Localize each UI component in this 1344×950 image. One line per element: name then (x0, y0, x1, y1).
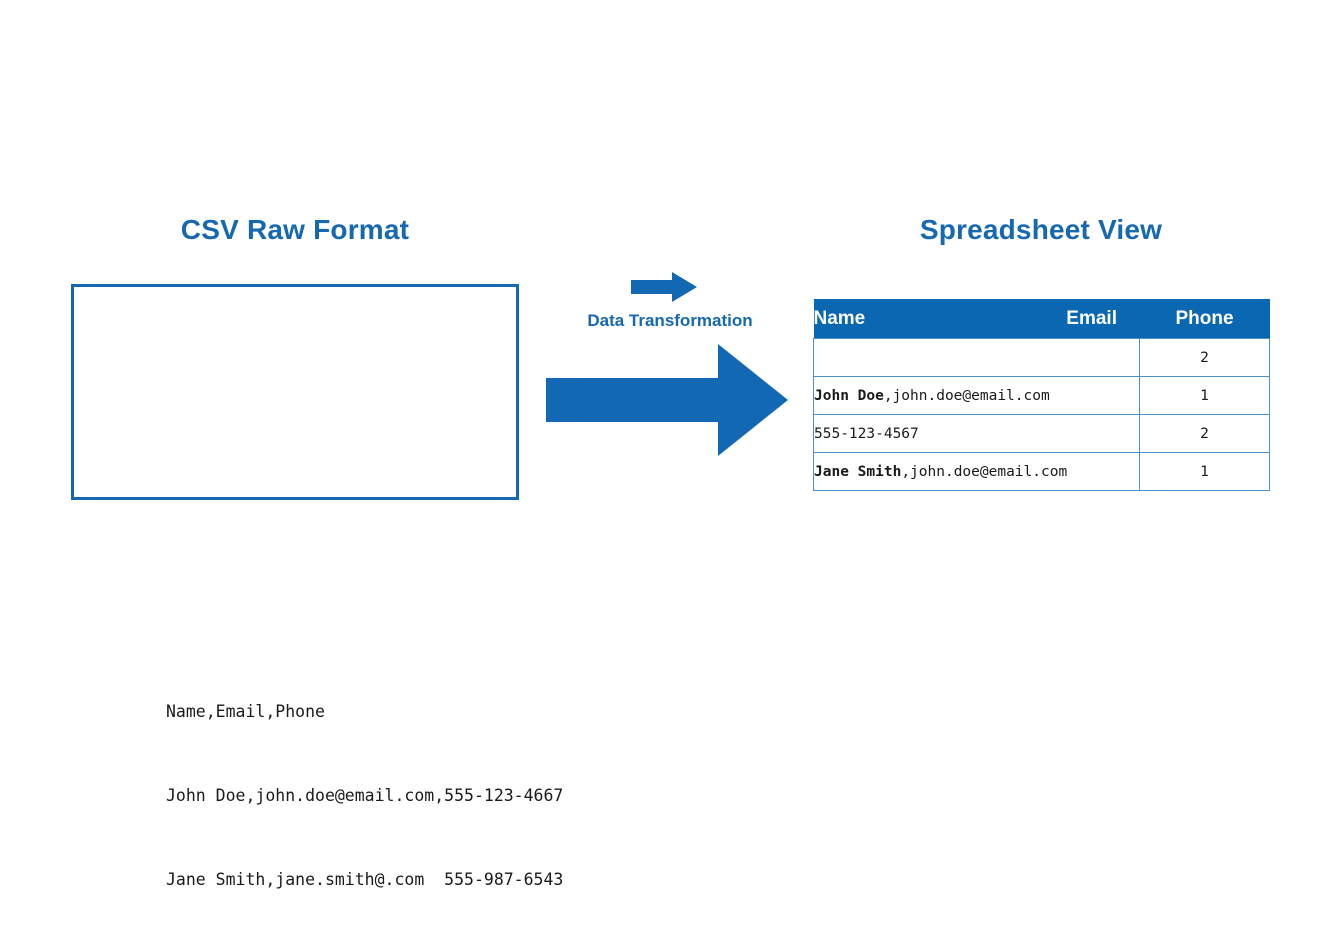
csv-panel-title: CSV Raw Format (180, 214, 410, 245)
cell-email-part: 555-123-4567 (814, 425, 919, 442)
cell-phone[interactable]: 1 (1139, 376, 1270, 415)
table-row[interactable]: 555-123-4567 2 (813, 414, 1270, 453)
cell-email-part: ,john.doe@email.com (883, 387, 1050, 404)
arrow-right-icon-small (631, 272, 697, 302)
table-header-row: Name Phone (813, 299, 1270, 339)
spreadsheet-panel-title: Spreadsheet View (919, 214, 1163, 245)
cell-name-part: Jane Smith (814, 463, 902, 480)
cell-email-part: ,john.doe@email.com (901, 463, 1068, 480)
csv-raw-box: Name,Email,Phone John Doe,john.doe@email… (71, 284, 563, 889)
cell-name-email[interactable]: John Doe,john.doe@email.com (813, 376, 1140, 415)
cell-phone[interactable]: 2 (1139, 414, 1270, 453)
table-row[interactable]: 2 (813, 338, 1270, 377)
csv-raw-text: Name,Email,Phone John Doe,john.doe@email… (166, 642, 586, 950)
cell-phone[interactable]: 2 (1139, 338, 1270, 377)
diagram-canvas: CSV Raw Format Name,Email,Phone John Doe… (71, 214, 1270, 889)
csv-line-3: Jane Smith,jane.smith@.com 555-987-6543 (166, 870, 564, 889)
cell-name-email[interactable]: Jane Smith,john.doe@email.com (813, 452, 1140, 491)
column-header-name[interactable]: Name (813, 299, 1140, 339)
cell-name-email[interactable] (813, 338, 1140, 377)
arrow-right-icon-large (546, 344, 788, 456)
csv-line-1: Name,Email,Phone (166, 702, 325, 721)
data-transformation-label: Data Transformation (587, 311, 753, 330)
cell-name-part: John Doe (814, 387, 884, 404)
cell-name-email[interactable]: 555-123-4567 (813, 414, 1140, 453)
column-header-phone[interactable]: Phone (1139, 299, 1270, 339)
csv-line-2: John Doe,john.doe@email.com,555-123-4667 (166, 786, 564, 805)
cell-phone[interactable]: 1 (1139, 452, 1270, 491)
